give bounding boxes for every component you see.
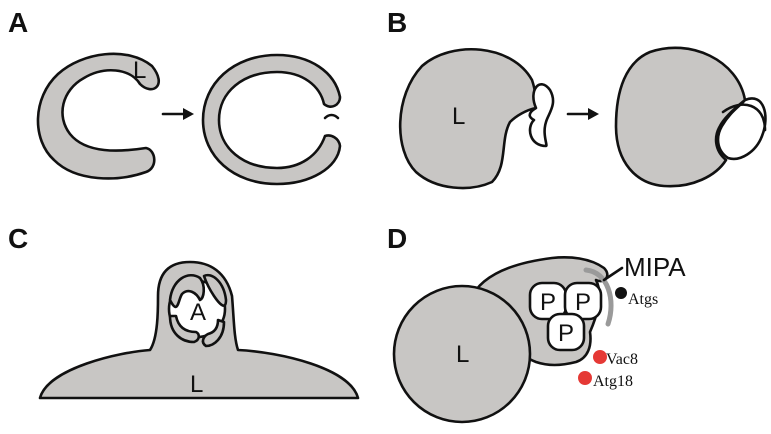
- panel-c: C A L: [8, 223, 358, 398]
- vacuole-arm-extension: [530, 84, 553, 146]
- vac8-dot: [593, 350, 607, 364]
- panel-b-lumen-label: L: [452, 103, 465, 130]
- mipa-label: MIPA: [624, 252, 686, 282]
- panel-a: A L: [8, 7, 340, 184]
- autophagosome-label: A: [190, 299, 206, 326]
- atg18-dot: [578, 371, 592, 385]
- panel-d-letter: D: [387, 223, 407, 254]
- panel-a-lumen-label: L: [133, 57, 146, 84]
- arrow-icon: [568, 108, 599, 120]
- atgs-dot: [615, 287, 627, 299]
- panel-d: D P P P MIPA Atgs Vac8 Atg18 L: [387, 223, 686, 422]
- panel-a-letter: A: [8, 7, 28, 38]
- panel-b: B L: [387, 7, 765, 188]
- atg18-label: Atg18: [593, 373, 633, 390]
- peroxisome-2-label: P: [575, 289, 591, 316]
- panel-b-letter: B: [387, 7, 407, 38]
- closing-vacuole-ring: [203, 55, 340, 184]
- peroxisome-3-label: P: [558, 320, 574, 347]
- vac8-label: Vac8: [606, 351, 638, 368]
- vacuole-with-arm: [400, 49, 536, 188]
- panel-c-letter: C: [8, 223, 28, 254]
- atgs-label: Atgs: [628, 291, 658, 308]
- panel-d-lumen-label: L: [456, 341, 469, 368]
- peroxisome-1-label: P: [540, 289, 556, 316]
- arrow-icon: [163, 108, 194, 120]
- panel-c-lumen-label: L: [190, 371, 203, 398]
- vacuole-enclosing: [616, 48, 745, 186]
